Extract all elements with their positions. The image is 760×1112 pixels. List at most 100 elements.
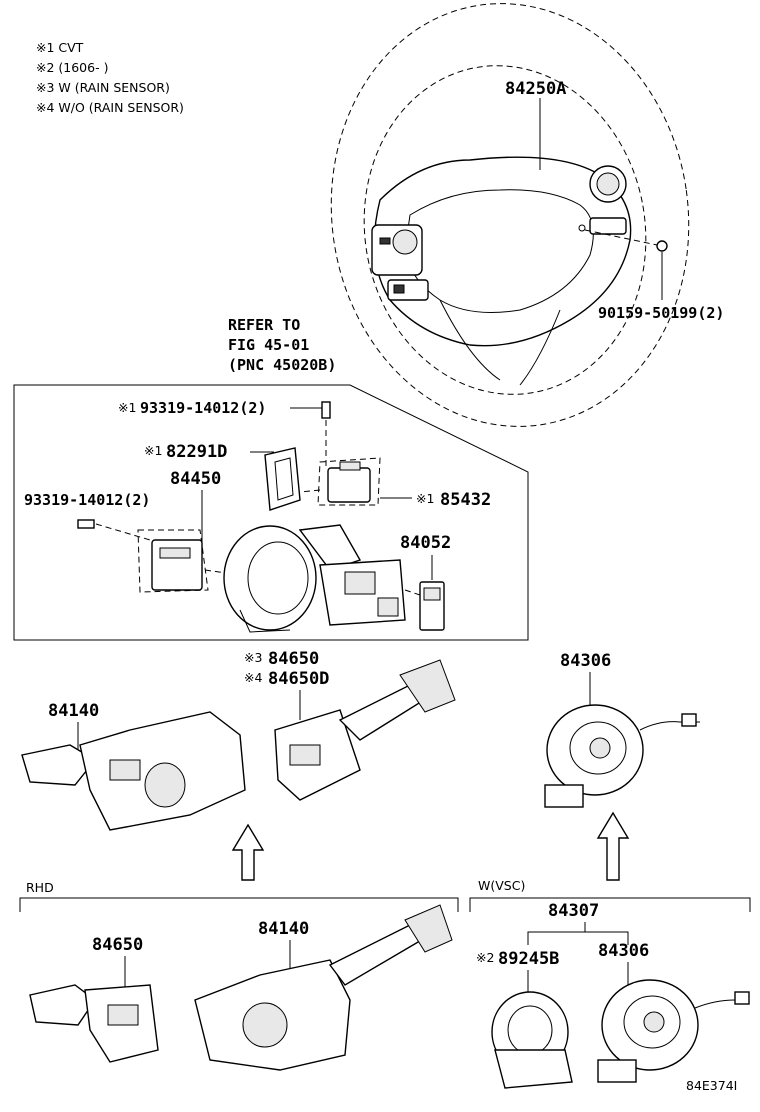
screw-left-guide bbox=[95, 523, 151, 541]
pad-inner-outline bbox=[404, 189, 594, 313]
mark-relay: ※1 bbox=[416, 491, 434, 506]
relay-guide bbox=[299, 489, 321, 493]
wheel-screw-guide bbox=[584, 229, 663, 247]
mark-89245b: ※2 bbox=[476, 950, 494, 965]
spiral-cable-plug bbox=[681, 713, 697, 727]
vsc-assy-bracket bbox=[527, 931, 629, 945]
refer-line-3: (PNC 45020B) bbox=[228, 356, 336, 374]
screw-top-part bbox=[321, 401, 331, 419]
legend-line-4: ※4 W/O (RAIN SENSOR) bbox=[36, 100, 184, 115]
switch-ring-inner bbox=[247, 541, 309, 615]
label-84307: 84307 bbox=[548, 901, 599, 921]
rhd-bracket bbox=[19, 897, 459, 912]
refer-line-1: REFER TO bbox=[228, 316, 300, 334]
connector-detail bbox=[423, 587, 441, 601]
switch-lower-lip bbox=[239, 609, 291, 633]
vsc-cable-hub bbox=[643, 1011, 665, 1033]
arrows bbox=[231, 811, 630, 881]
bracket-slot bbox=[274, 457, 294, 501]
left-lower-key bbox=[393, 284, 405, 294]
vsc-sensor-base bbox=[494, 1049, 573, 1089]
label-84450: 84450 bbox=[170, 469, 221, 489]
wheel-inner-rim bbox=[363, 65, 647, 395]
switch-ring-outer bbox=[223, 525, 317, 631]
spiral-cable-inner bbox=[569, 721, 627, 775]
vsc-section: W(VSC) 84307 ※2 89245B 84306 84E374I bbox=[469, 878, 751, 1093]
left-switch-dial bbox=[392, 229, 418, 255]
wiper-lever-knob bbox=[399, 659, 456, 713]
vsc-bracket bbox=[469, 897, 751, 912]
arrow-up-right bbox=[596, 811, 630, 881]
rhd-wiper-knob bbox=[29, 984, 96, 1026]
refer-line-2: FIG 45-01 bbox=[228, 336, 309, 354]
rhd-wiper-detail bbox=[107, 1004, 139, 1026]
detail-frame bbox=[13, 384, 529, 641]
wheel-bolt-hole bbox=[578, 224, 586, 232]
label-rhd: RHD bbox=[26, 880, 54, 895]
label-84250a: 84250A bbox=[505, 79, 566, 99]
switch-right-detail-2 bbox=[377, 597, 399, 617]
bracket-part bbox=[264, 447, 301, 511]
arrow-up-left bbox=[231, 823, 265, 881]
label-84650: 84650 bbox=[268, 649, 319, 669]
figure-id: 84E374I bbox=[686, 1078, 737, 1093]
mark-screw-top: ※1 bbox=[118, 400, 136, 415]
mark-bracket: ※1 bbox=[144, 443, 162, 458]
left-module-detail bbox=[159, 547, 191, 559]
label-85432: 85432 bbox=[440, 490, 491, 510]
spiral-cable-group: 84306 bbox=[544, 651, 700, 808]
turn-switch-group: 84140 bbox=[21, 701, 246, 831]
label-90159-50199: 90159-50199(2) bbox=[598, 304, 724, 322]
legend-line-1: ※1 CVT bbox=[36, 40, 84, 55]
left-switch-key bbox=[379, 237, 391, 245]
label-84140: 84140 bbox=[48, 701, 99, 721]
label-vsc-84306: 84306 bbox=[598, 941, 649, 961]
label-rhd-84650: 84650 bbox=[92, 935, 143, 955]
legend: ※1 CVT ※2 (1606- ) ※3 W (RAIN SENSOR) ※4… bbox=[36, 40, 184, 115]
turn-switch-ring bbox=[144, 762, 186, 808]
rhd-section: RHD 84650 84140 bbox=[19, 880, 459, 1071]
refer-to-note: REFER TO FIG 45-01 (PNC 45020B) bbox=[228, 316, 336, 374]
screw-left-part bbox=[77, 519, 95, 529]
steering-wheel-illustration: 84250A 90159-50199(2) bbox=[330, 3, 724, 427]
lower-spoke bbox=[439, 299, 501, 381]
lower-spoke-right bbox=[519, 309, 561, 386]
connector-guide bbox=[404, 589, 421, 596]
spiral-cable-wire bbox=[639, 721, 700, 731]
mark-84650: ※3 bbox=[244, 650, 262, 665]
wheel-screw bbox=[656, 240, 668, 252]
label-89245b: 89245B bbox=[498, 949, 559, 969]
wheel-outer-rim bbox=[330, 3, 690, 427]
label-screw-top: 93319-14012(2) bbox=[140, 399, 266, 417]
label-vsc: W(VSC) bbox=[478, 878, 525, 893]
turn-switch-detail bbox=[109, 759, 141, 781]
turn-lever-knob bbox=[21, 744, 97, 786]
vsc-cable-connector bbox=[597, 1059, 637, 1083]
vsc-cable-inner bbox=[623, 995, 681, 1049]
combination-switch-box: ※1 93319-14012(2) ※1 82291D 84450 93319-… bbox=[13, 384, 529, 641]
label-82291d: 82291D bbox=[166, 442, 227, 462]
left-module-guide bbox=[204, 569, 241, 576]
label-screw-left: 93319-14012(2) bbox=[24, 491, 150, 509]
relay-part bbox=[327, 467, 371, 503]
vsc-cable-plug bbox=[734, 991, 750, 1005]
legend-line-2: ※2 (1606- ) bbox=[36, 60, 108, 75]
wiper-switch-group: ※3 84650 ※4 84650D bbox=[244, 649, 456, 801]
switch-right-detail bbox=[344, 571, 376, 595]
relay-outline bbox=[317, 457, 381, 506]
switch-top-arm bbox=[298, 524, 362, 571]
wiper-body-detail bbox=[289, 744, 321, 766]
right-lower-switch bbox=[589, 217, 627, 235]
spiral-cable-hub bbox=[589, 737, 611, 759]
label-84052: 84052 bbox=[400, 533, 451, 553]
right-switch-dial-inner bbox=[596, 172, 620, 196]
label-84306: 84306 bbox=[560, 651, 611, 671]
relay-top bbox=[339, 461, 361, 471]
left-module-outline bbox=[137, 529, 209, 593]
mark-84650d: ※4 bbox=[244, 670, 262, 685]
label-84650d: 84650D bbox=[268, 669, 329, 689]
rhd-turn-knob bbox=[404, 904, 453, 953]
spiral-cable-connector bbox=[544, 784, 584, 808]
legend-line-3: ※3 W (RAIN SENSOR) bbox=[36, 80, 170, 95]
